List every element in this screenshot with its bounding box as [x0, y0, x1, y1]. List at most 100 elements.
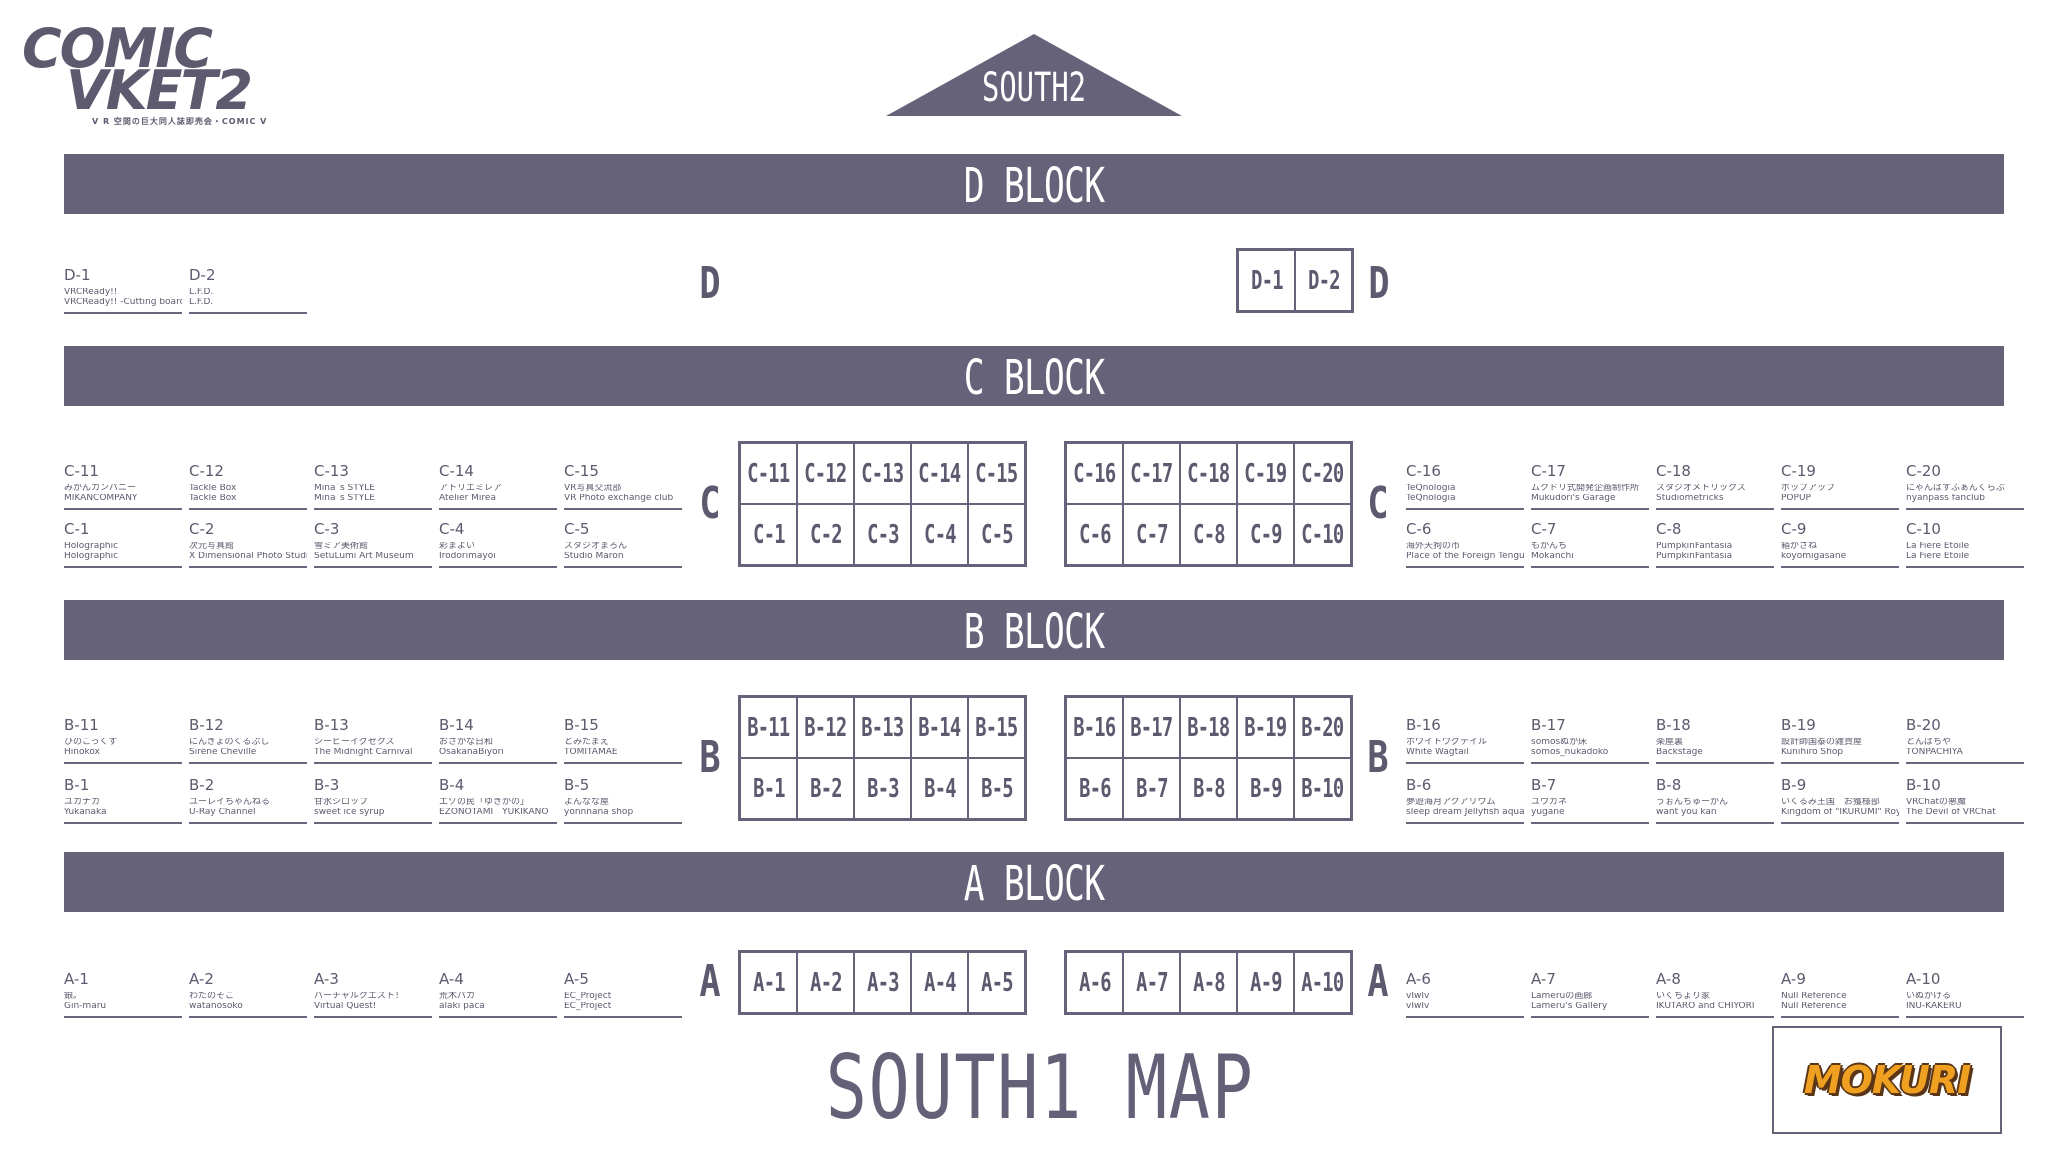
booth-cell-a-1[interactable]: A-1: [740, 952, 797, 1013]
booth-cell-c-10[interactable]: C-10: [1294, 504, 1351, 565]
booth-cell-c-2[interactable]: C-2: [797, 504, 854, 565]
booth-cell-c-5[interactable]: C-5: [968, 504, 1025, 565]
booth-cell-a-3[interactable]: A-3: [854, 952, 911, 1013]
booth-cell-b-5[interactable]: B-5: [968, 758, 1025, 819]
booth-cell-c-20[interactable]: C-20: [1294, 443, 1351, 504]
booth-cell-c-13[interactable]: C-13: [854, 443, 911, 504]
booth-cell-c-9[interactable]: C-9: [1237, 504, 1294, 565]
booth-cell-a-6[interactable]: A-6: [1066, 952, 1123, 1013]
booth-cell-c-14[interactable]: C-14: [911, 443, 968, 504]
booth-cell-b-20[interactable]: B-20: [1294, 697, 1351, 758]
booth-cell-c-17[interactable]: C-17: [1123, 443, 1180, 504]
booth-cell-d-2[interactable]: D-2: [1295, 250, 1352, 311]
booth-cell-c-11[interactable]: C-11: [740, 443, 797, 504]
booth-cell-b-7[interactable]: B-7: [1123, 758, 1180, 819]
booth-cell-a-5[interactable]: A-5: [968, 952, 1025, 1013]
booth-cell-b-4[interactable]: B-4: [911, 758, 968, 819]
booth-cell-b-16[interactable]: B-16: [1066, 697, 1123, 758]
booth-cell-b-19[interactable]: B-19: [1237, 697, 1294, 758]
booth-cell-b-15[interactable]: B-15: [968, 697, 1025, 758]
booth-cell-b-6[interactable]: B-6: [1066, 758, 1123, 819]
booth-cell-d-1[interactable]: D-1: [1238, 250, 1295, 311]
booth-cell-b-12[interactable]: B-12: [797, 697, 854, 758]
booth-cell-c-3[interactable]: C-3: [854, 504, 911, 565]
booth-cell-b-11[interactable]: B-11: [740, 697, 797, 758]
booth-cell-b-3[interactable]: B-3: [854, 758, 911, 819]
booth-cell-b-8[interactable]: B-8: [1180, 758, 1237, 819]
booth-cell-c-19[interactable]: C-19: [1237, 443, 1294, 504]
booth-cell-c-4[interactable]: C-4: [911, 504, 968, 565]
booth-cell-a-7[interactable]: A-7: [1123, 952, 1180, 1013]
booth-cell-c-12[interactable]: C-12: [797, 443, 854, 504]
booth-cell-b-14[interactable]: B-14: [911, 697, 968, 758]
booth-cell-b-17[interactable]: B-17: [1123, 697, 1180, 758]
booth-cell-c-15[interactable]: C-15: [968, 443, 1025, 504]
booth-cell-a-4[interactable]: A-4: [911, 952, 968, 1013]
booth-cell-b-13[interactable]: B-13: [854, 697, 911, 758]
booth-cell-a-10[interactable]: A-10: [1294, 952, 1351, 1013]
booth-cell-c-18[interactable]: C-18: [1180, 443, 1237, 504]
booth-cell-c-1[interactable]: C-1: [740, 504, 797, 565]
booth-cell-b-9[interactable]: B-9: [1237, 758, 1294, 819]
booth-cell-c-7[interactable]: C-7: [1123, 504, 1180, 565]
booth-cell-c-6[interactable]: C-6: [1066, 504, 1123, 565]
booth-cell-b-18[interactable]: B-18: [1180, 697, 1237, 758]
booth-cell-b-10[interactable]: B-10: [1294, 758, 1351, 819]
booth-cell-a-8[interactable]: A-8: [1180, 952, 1237, 1013]
south2-direction-marker[interactable]: SOUTH2: [886, 34, 1182, 116]
booth-cell-c-16[interactable]: C-16: [1066, 443, 1123, 504]
booth-cell-a-9[interactable]: A-9: [1237, 952, 1294, 1013]
booth-cell-b-1[interactable]: B-1: [740, 758, 797, 819]
